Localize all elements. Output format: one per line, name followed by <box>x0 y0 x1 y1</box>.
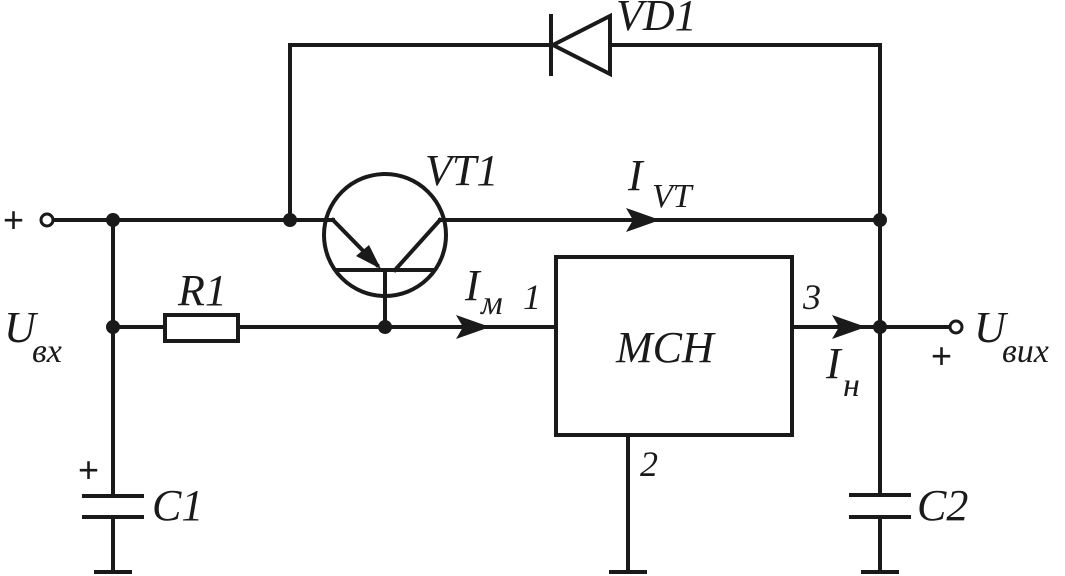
resistor-r1 <box>163 313 240 343</box>
input-terminal <box>39 212 55 228</box>
label-pin-1: 1 <box>523 277 541 317</box>
label-current-load: I <box>825 339 843 388</box>
arrow-im-icon <box>456 315 490 339</box>
diode-vd1 <box>548 12 612 78</box>
label-u-in: U <box>4 303 39 352</box>
label-current-vt-sub: VT <box>652 178 694 215</box>
label-current-vt: I <box>627 151 645 200</box>
transistor-vt1 <box>322 172 448 298</box>
plus-sign-c1: + <box>78 449 99 490</box>
label-mch: MCH <box>615 323 716 372</box>
label-u-in-sub: вх <box>32 333 62 370</box>
label-u-out: U <box>974 303 1009 352</box>
capacitor-c1 <box>82 494 144 519</box>
label-r1: R1 <box>177 266 227 315</box>
label-pin-3: 3 <box>802 277 821 317</box>
arrow-in-icon <box>832 315 866 339</box>
label-current-m: I <box>464 261 482 310</box>
arrow-ivt-icon <box>626 208 660 232</box>
plus-sign-output: + <box>931 335 952 376</box>
junction-dots <box>106 213 887 334</box>
label-pin-2: 2 <box>640 444 658 484</box>
label-current-m-sub: м <box>480 285 503 322</box>
plus-sign-input: + <box>3 199 24 240</box>
capacitor-c2 <box>849 493 911 519</box>
label-u-out-sub: вих <box>1002 333 1049 370</box>
label-current-load-sub: н <box>843 367 860 404</box>
output-terminal <box>948 319 964 335</box>
label-vt1: VT1 <box>425 146 498 195</box>
label-c1: C1 <box>152 481 203 530</box>
label-c2: C2 <box>917 481 968 530</box>
regulator-mch-block <box>554 255 794 437</box>
label-vd1: VD1 <box>616 0 697 40</box>
